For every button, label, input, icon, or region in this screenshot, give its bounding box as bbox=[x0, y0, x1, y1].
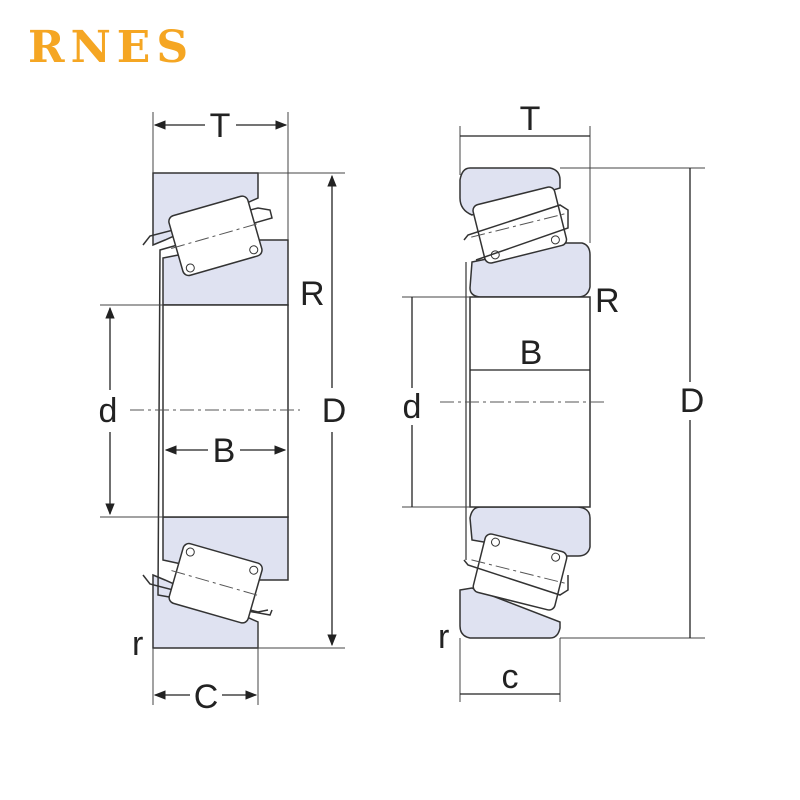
left-label-d: d bbox=[99, 392, 118, 430]
left-label-B: B bbox=[213, 432, 236, 470]
brand-logo: RNES bbox=[28, 22, 195, 73]
left-bore bbox=[162, 304, 289, 518]
right-label-c: c bbox=[502, 658, 519, 696]
right-label-r: r bbox=[438, 618, 449, 656]
left-label-C: C bbox=[194, 678, 219, 716]
right-label-R: R bbox=[595, 282, 620, 320]
right-label-B: B bbox=[520, 334, 543, 372]
right-cage bbox=[463, 204, 569, 596]
left-bearing-view: T D d B R r C bbox=[99, 107, 347, 716]
right-label-d: d bbox=[403, 388, 422, 426]
left-label-D: D bbox=[322, 392, 347, 430]
right-cup-bottom bbox=[459, 587, 561, 639]
right-bearing-view: T D d B R r c bbox=[402, 100, 705, 702]
left-roller-bottom bbox=[168, 542, 263, 624]
right-label-D: D bbox=[680, 382, 705, 420]
left-label-R: R bbox=[300, 275, 325, 313]
left-label-r: r bbox=[132, 625, 143, 663]
right-roller-top bbox=[471, 186, 569, 264]
left-roller-top bbox=[168, 195, 263, 277]
right-label-T: T bbox=[520, 100, 541, 138]
left-label-T: T bbox=[210, 107, 231, 145]
right-roller-bottom bbox=[471, 533, 569, 611]
